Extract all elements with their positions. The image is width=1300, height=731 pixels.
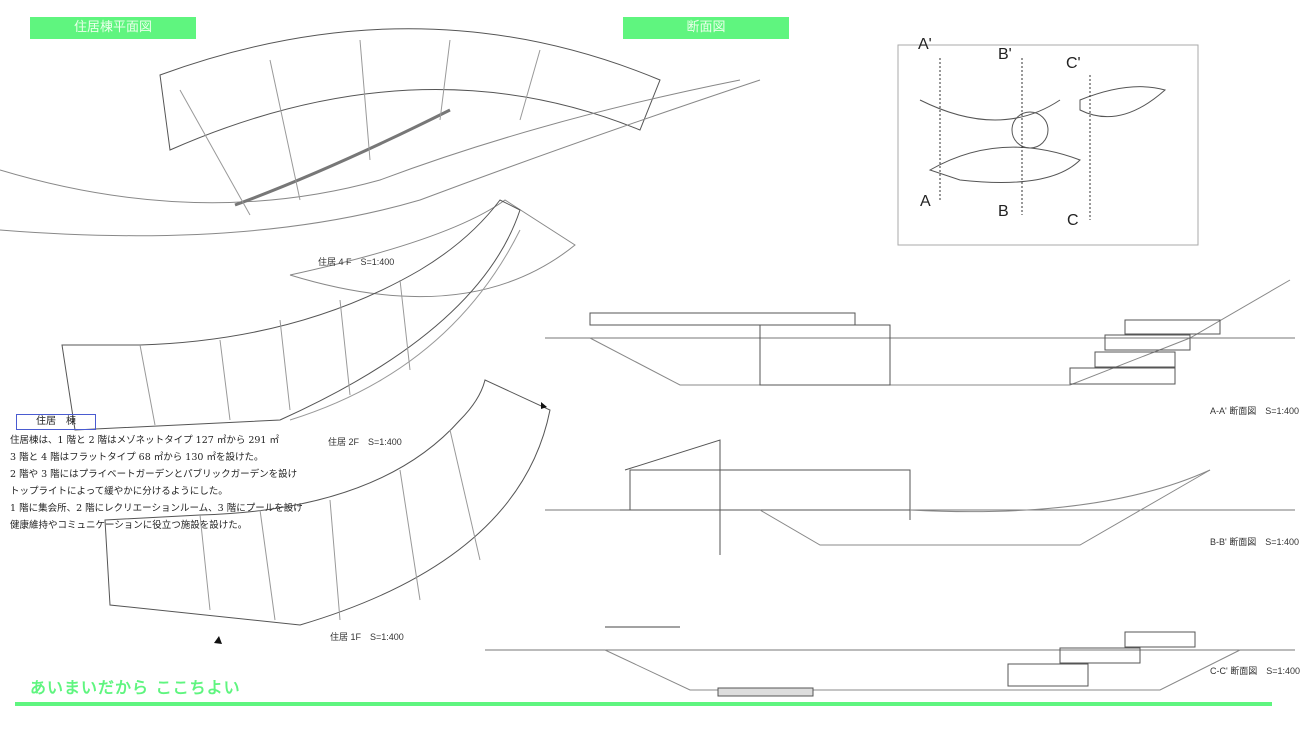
section-cc-label: C-C' 断面図 S=1:400	[1210, 666, 1300, 676]
description-title: 住居 棟	[16, 414, 96, 430]
floor-plan-upper	[0, 28, 761, 237]
floor-plan-2f	[61, 199, 521, 431]
section-bb-label: B-B' 断面図 S=1:400	[1210, 537, 1300, 547]
description-text: 住居棟は、1 階と 2 階はメゾネットタイプ 127 ㎡から 291 ㎡ 3 階…	[10, 432, 303, 534]
description-line: 住居棟は、1 階と 2 階はメゾネットタイプ 127 ㎡から 291 ㎡	[10, 435, 279, 446]
description-line: トップライトによって緩やかに分けるようにした。	[10, 486, 228, 497]
marker-b: B	[998, 203, 1009, 220]
description-line: 1 階に集会所、2 階にレクリエーションルーム、3 階にプールを設け	[10, 503, 303, 514]
description-line: 健康維持やコミュニケーションに役立つ施設を設けた。	[10, 520, 248, 531]
description-line: 2 階や 3 階にはプライベートガーデンとパブリックガーデンを設け	[10, 469, 298, 480]
plan-4f-label: 住居 4 F S=1:400	[318, 257, 395, 267]
slogan: あいまいだから ここちよい	[30, 678, 241, 697]
section-aa-label: A-A' 断面図 S=1:400	[1210, 406, 1300, 416]
section-cc	[485, 626, 1295, 697]
plan-2f-label: 住居 2F S=1:400	[328, 437, 402, 447]
section-aa	[545, 279, 1295, 386]
floor-plan-1f	[104, 379, 551, 626]
plan-1f-label: 住居 1F S=1:400	[330, 632, 404, 642]
section-bb	[545, 439, 1295, 555]
section-header: 断面図	[623, 17, 789, 39]
marker-a: A	[920, 193, 931, 210]
marker-b-prime: B'	[998, 46, 1012, 63]
description-line: 3 階と 4 階はフラットタイプ 68 ㎡から 130 ㎡を設けた。	[10, 452, 264, 463]
marker-c: C	[1067, 212, 1079, 229]
marker-c-prime: C'	[1066, 55, 1081, 72]
site-plan	[897, 44, 1199, 246]
marker-a-prime: A'	[918, 36, 932, 53]
floor-plan-4f	[289, 199, 576, 298]
plan-header: 住居棟平面図	[30, 17, 196, 39]
